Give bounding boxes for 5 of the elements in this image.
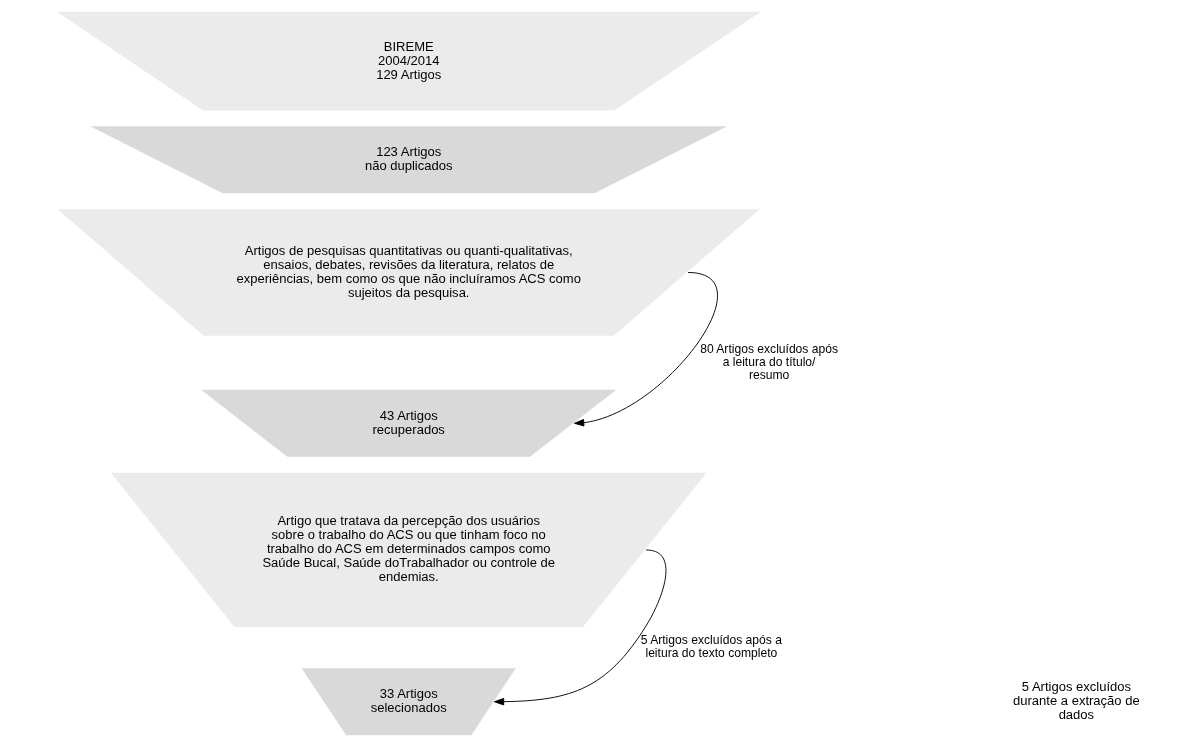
edge-label: 5 Artigos excluídos após a leitura do texto completo (640, 633, 782, 661)
label: 5 Artigos excluídos durante a extração de dados (1013, 679, 1140, 723)
edge-label: 80 Artigos excluídos após a leitura do título/ resumo (700, 341, 838, 382)
arrow (574, 272, 718, 427)
arrow (493, 549, 667, 706)
